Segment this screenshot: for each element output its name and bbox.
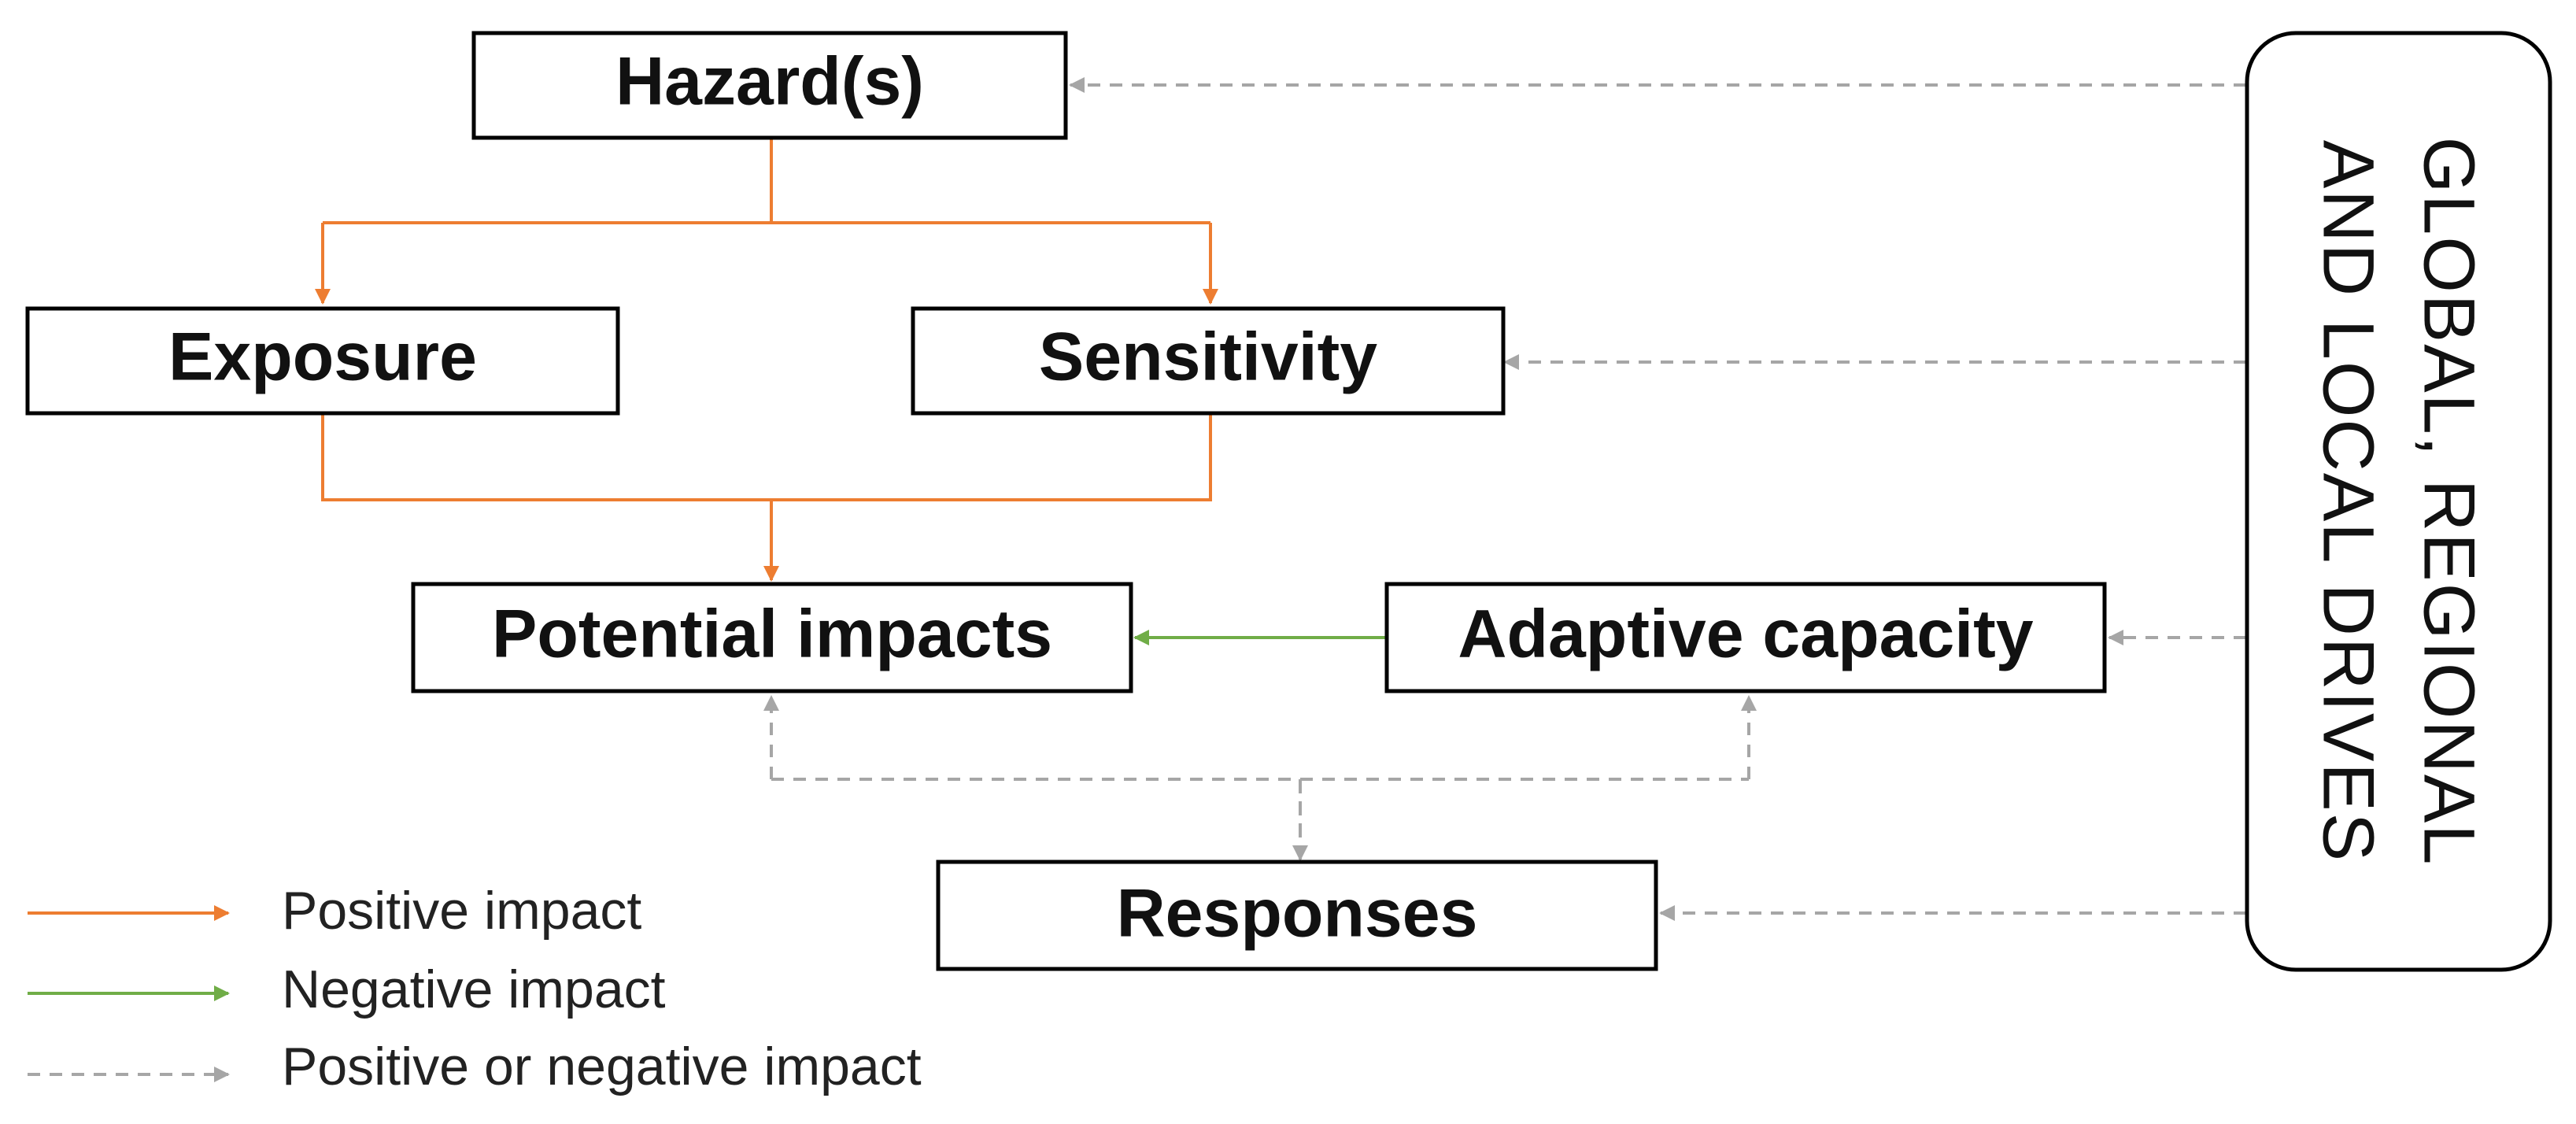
node-exposure-label: Exposure [168,320,477,395]
node-hazards: Hazard(s) [471,31,1068,140]
legend-positive: Positive impact [28,881,641,941]
node-sensitivity-label: Sensitivity [1039,320,1377,395]
node-hazards-label: Hazard(s) [615,44,924,120]
node-potential-impacts: Potential impacts [411,582,1133,693]
edge-exposure-down [321,415,1212,501]
node-responses: Responses [936,860,1658,971]
legend-negative: Negative impact [28,959,666,1019]
legend-negative-label: Negative impact [282,959,666,1019]
legend-positive-label: Positive impact [282,881,641,941]
node-sensitivity: Sensitivity [911,306,1506,416]
legend-either-label: Positive or negative impact [282,1037,922,1096]
node-drivers: GLOBAL, REGIONAL AND LOCAL DRIVES [2245,31,2552,972]
positive-connectors [315,138,1218,582]
node-potential-impacts-label: Potential impacts [492,597,1052,672]
legend: Positive impact Negative impact Positive… [28,881,922,1096]
node-adaptive-capacity-label: Adaptive capacity [1458,597,2033,672]
legend-either: Positive or negative impact [28,1037,922,1096]
node-adaptive-capacity: Adaptive capacity [1384,582,2107,693]
node-responses-label: Responses [1117,876,1478,952]
node-exposure: Exposure [25,306,620,416]
drivers-label-line2: AND LOCAL DRIVES [2308,140,2389,863]
drivers-label-line1: GLOBAL, REGIONAL [2409,137,2489,867]
